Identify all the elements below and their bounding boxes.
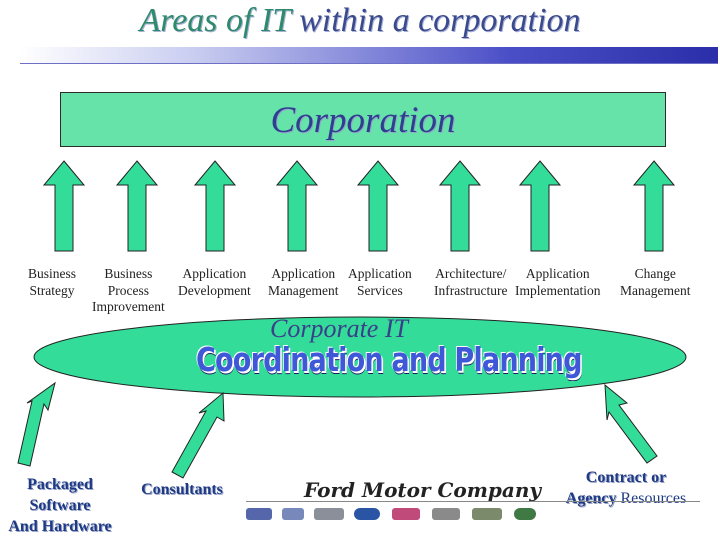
title-emphasis: Areas of IT [139,2,291,39]
title-rest: within a corporation [299,2,581,39]
mazda-logo [282,508,304,520]
up-arrow-8 [632,160,676,252]
logo-divider [246,501,700,502]
area-application-management: Application Management [268,266,339,298]
corporation-box: Corporation [60,92,666,147]
up-arrow-7 [518,160,562,252]
aston-martin-logo [472,508,502,520]
mercury-logo [392,508,420,520]
area-change-management: Change Management [620,266,691,298]
up-arrow-2 [115,160,159,252]
coordination-planning-banner: Coordination and Planning [196,340,582,379]
arrow-from-consultants [171,391,225,479]
volvo-logo [246,508,272,520]
area-application-services: Application Services [348,266,412,298]
up-arrow-1 [42,160,86,252]
source-contract: Contract or Agency Resources [565,469,687,507]
title-underline-bar [20,47,718,64]
lincoln-logo [314,508,344,520]
ford-oval-logo [354,508,380,520]
corporation-label: Corporation [270,100,456,141]
land-rover-logo [514,508,536,520]
up-arrow-5 [356,160,400,252]
area-business-strategy: Business Strategy [28,266,77,298]
corporate-it-label: Corporate IT [270,314,408,343]
source-packaged: Packaged Software And Hardware [8,476,112,535]
brand-logo-row [246,508,700,524]
slide-title: Areas of IT within a corporation [0,2,720,40]
up-arrow-4 [275,160,319,252]
area-application-implementation: Application Implementation [515,266,601,298]
ford-motor-company-logo: Ford Motor Company [304,478,542,502]
corporate-it-oval [33,316,687,398]
up-arrow-6 [438,160,482,252]
area-architecture-infrastructure: Architecture/ Infrastructure [434,266,508,298]
arrow-from-packaged [17,381,56,467]
jaguar-logo [432,508,460,520]
area-application-development: Application Development [178,266,251,298]
source-consultants: Consultants [141,481,223,498]
arrow-from-contract [604,383,658,464]
up-arrow-3 [193,160,237,252]
area-business-process: Business Process Improvement [92,266,165,314]
